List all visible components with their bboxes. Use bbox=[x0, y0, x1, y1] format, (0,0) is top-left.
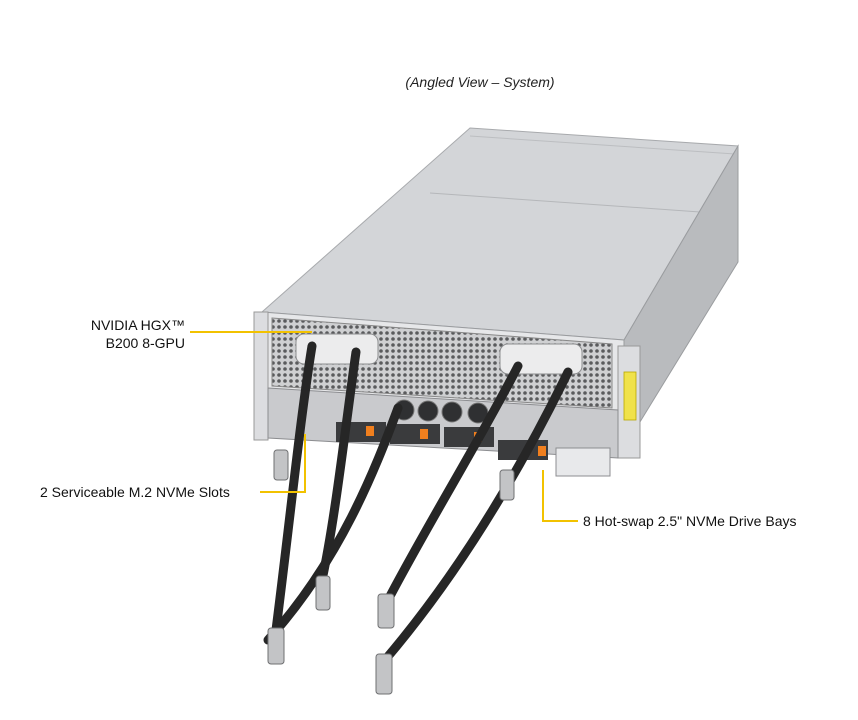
hose-fittings bbox=[267, 449, 515, 695]
liquid-cooling-hoses bbox=[263, 341, 573, 665]
callout-gpu-line1: NVIDIA HGX™ bbox=[90, 317, 185, 333]
callout-m2-label: 2 Serviceable M.2 NVMe Slots bbox=[40, 484, 230, 500]
callout-line-drives bbox=[542, 470, 578, 522]
callout-line-m2 bbox=[260, 434, 306, 493]
left-rack-ear bbox=[253, 311, 269, 441]
callout-gpu-line2: B200 8-GPU bbox=[105, 335, 185, 351]
io-module bbox=[555, 447, 611, 477]
yellow-service-tag bbox=[623, 371, 637, 421]
image-caption: (Angled View – System) bbox=[405, 74, 555, 90]
callout-lines bbox=[190, 331, 578, 522]
callout-gpu-label: NVIDIA HGX™ B200 8-GPU bbox=[70, 316, 185, 352]
callout-drive-label: 8 Hot-swap 2.5" NVMe Drive Bays bbox=[583, 513, 797, 529]
